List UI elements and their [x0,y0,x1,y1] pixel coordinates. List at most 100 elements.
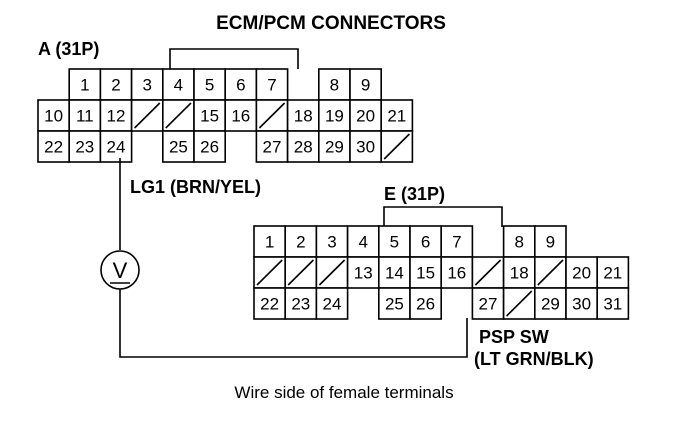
pin-number: 27 [263,138,282,157]
pin-number: 6 [236,76,245,95]
empty-cavity-slash [256,259,283,286]
pin-cell [99,130,133,163]
pin-number: 23 [291,295,310,314]
connector-e-wire-label-line1: PSP SW [479,327,549,347]
pin-number: 7 [452,233,461,252]
pin-cell [533,225,567,258]
pin-number: 12 [107,107,126,126]
empty-cavity-slash [474,259,502,286]
pin-number: 10 [44,107,63,126]
pin-cell [224,99,258,132]
pin-cell [68,130,102,163]
pin-number: 2 [111,76,120,95]
empty-cavity-slash [537,259,564,286]
pin-number: 25 [169,138,188,157]
pin-cell [377,256,411,289]
pin-number: 16 [231,107,250,126]
pin-number: 29 [541,295,560,314]
pin-number: 2 [296,233,305,252]
pin-number: 30 [356,138,375,157]
pin-number: 20 [356,107,375,126]
pin-cell [315,287,349,320]
pin-cell [162,130,195,163]
pin-cell [409,225,443,258]
empty-cavity-slash [383,133,410,160]
pin-number: 1 [265,233,274,252]
pin-number: 28 [294,138,313,157]
pin-number: 31 [603,295,622,314]
pin-number: 19 [325,107,344,126]
pin-number: 3 [142,76,151,95]
pin-number: 22 [44,138,63,157]
pin-number: 27 [479,295,498,314]
empty-cavity-slash [134,102,161,129]
pin-number: 26 [416,295,435,314]
pin-cell [596,287,630,320]
pin-number: 21 [387,107,406,126]
pin-cell [346,225,380,258]
pin-number: 7 [267,76,276,95]
pin-number: 5 [390,233,399,252]
pin-number: 8 [514,233,523,252]
pin-number: 4 [358,233,367,252]
pin-number: 9 [361,76,370,95]
pin-cell [349,130,383,163]
pin-number: 13 [354,264,373,283]
diagram-title: ECM/PCM CONNECTORS [216,13,446,34]
pin-number: 3 [327,233,336,252]
pin-cell [380,99,414,132]
pin-number: 24 [107,138,126,157]
pin-cell [317,99,351,132]
empty-cavity-slash [318,259,346,286]
pin-number: 16 [447,264,466,283]
pin-cell [471,287,505,320]
pin-number: 9 [546,233,555,252]
connector-e-lock-tab [383,206,503,227]
pin-number: 18 [510,264,529,283]
pin-number: 30 [572,295,591,314]
connector-a-wire-label: LG1 (BRN/YEL) [130,177,261,197]
pin-cell [286,99,320,132]
pin-number: 1 [80,76,89,95]
pin-number: 25 [385,295,404,314]
caption: Wire side of female terminals [234,383,453,402]
connector-a-lock-tab [169,48,299,69]
pin-number: 14 [385,264,404,283]
probe-wire [119,158,468,358]
pin-cell [37,99,71,132]
pin-cell [409,287,443,320]
pin-cell [317,68,351,101]
pin-cell [193,99,227,132]
empty-cavity-slash [258,102,286,129]
pin-number: 5 [205,76,214,95]
connector-a-label: A (31P) [38,39,99,59]
voltmeter-icon [100,250,140,290]
pin-number: 21 [603,264,622,283]
pin-number: 23 [75,138,94,157]
voltmeter-symbol: V [113,258,128,283]
pin-cell [502,256,536,289]
pin-cell [377,287,411,320]
pin-number: 26 [200,138,219,157]
pin-number: 6 [421,233,430,252]
pin-number: 8 [330,76,339,95]
pin-number: 11 [76,107,94,126]
pin-number: 29 [325,138,344,157]
pin-number: 15 [416,264,435,283]
pin-number: 15 [200,107,219,126]
pin-number: 18 [294,107,313,126]
pin-cell [317,130,351,163]
empty-cavity-slash [506,290,533,317]
pin-cell [253,287,287,320]
pin-number: 22 [260,295,279,314]
connector-e-label: E (31P) [384,184,445,204]
pin-number: 20 [572,264,591,283]
pin-cell [440,256,474,289]
empty-cavity-slash [287,259,314,286]
pin-cell [193,130,227,163]
